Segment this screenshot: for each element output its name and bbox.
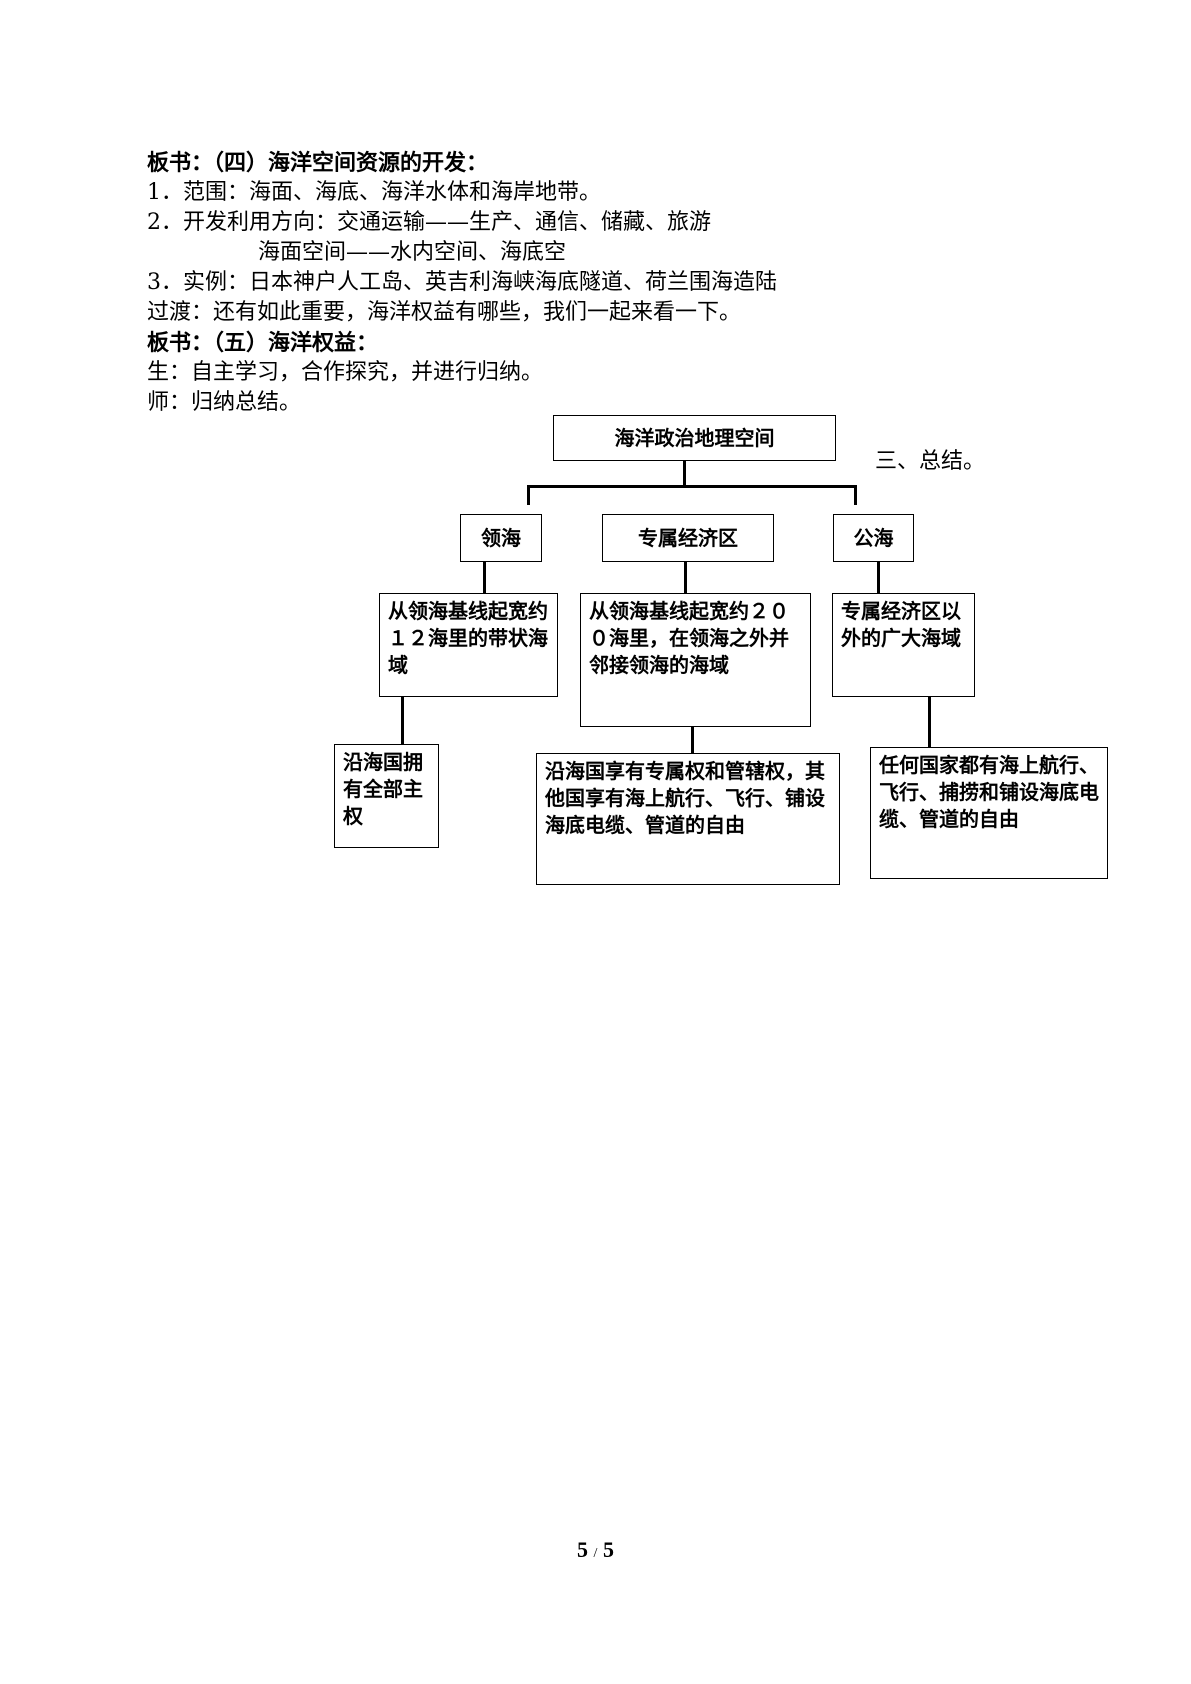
page-separator: / [593, 1546, 598, 1561]
summary-heading: 三、总结。 [875, 449, 986, 474]
connector-ts-def-to-rights [401, 696, 404, 744]
high-seas-title-box: 公海 [833, 514, 914, 562]
territorial-sea-title: 领海 [481, 525, 521, 550]
high-seas-rights-box: 任何国家都有海上航行、飞行、捕捞和铺设海底电缆、管道的自由 [870, 747, 1108, 879]
eez-rights-box: 沿海国享有专属权和管辖权，其他国享有海上航行、飞行、铺设海底电缆、管道的自由 [536, 753, 840, 885]
high-seas-definition-box: 专属经济区以外的广大海域 [832, 593, 975, 697]
eez-definition-box: 从领海基线起宽约２００海里，在领海之外并邻接领海的海域 [580, 593, 811, 727]
current-page: 5 [577, 1537, 589, 1562]
eez-title: 专属经济区 [638, 525, 738, 550]
connector-hs-title-to-def [877, 561, 880, 593]
high-seas-rights: 任何国家都有海上航行、飞行、捕捞和铺设海底电缆、管道的自由 [879, 753, 1099, 831]
connector-bar-left-end [527, 485, 530, 505]
root-label: 海洋政治地理空间 [614, 425, 775, 450]
connector-eez-def-to-rights [691, 726, 694, 753]
high-seas-title: 公海 [853, 525, 894, 550]
connector-bar-right-end [854, 485, 857, 505]
connector-horizontal-bar [527, 485, 857, 488]
eez-title-box: 专属经济区 [602, 514, 774, 562]
territorial-sea-rights: 沿海国拥有全部主权 [343, 750, 423, 828]
connector-root-down [683, 461, 686, 485]
item-2-directions: 2．开发利用方向：交通运输——生产、通信、储藏、旅游 [147, 210, 711, 235]
item-1-scope: 1．范围：海面、海底、海洋水体和海岸地带。 [147, 180, 601, 205]
page-number: 5 / 5 [0, 1537, 1191, 1563]
eez-rights: 沿海国享有专属权和管辖权，其他国享有海上航行、飞行、铺设海底电缆、管道的自由 [545, 759, 825, 837]
eez-definition: 从领海基线起宽约２００海里，在领海之外并邻接领海的海域 [589, 599, 789, 677]
connector-eez-title-to-def [684, 561, 687, 593]
territorial-sea-definition-box: 从领海基线起宽约１２海里的带状海域 [379, 593, 558, 697]
territorial-sea-title-box: 领海 [460, 514, 542, 562]
connector-ts-title-to-def [483, 561, 486, 593]
territorial-sea-definition: 从领海基线起宽约１２海里的带状海域 [388, 599, 548, 677]
high-seas-definition: 专属经济区以外的广大海域 [841, 599, 961, 650]
student-text: 生：自主学习，合作探究，并进行归纳。 [147, 360, 544, 385]
total-pages: 5 [602, 1537, 614, 1562]
teacher-text: 师：归纳总结。 [147, 390, 302, 415]
item-2-continuation: 海面空间——水内空间、海底空 [258, 240, 567, 265]
item-3-examples: 3．实例：日本神户人工岛、英吉利海峡海底隧道、荷兰围海造陆 [147, 270, 777, 295]
heading-section-4: 板书：（四）海洋空间资源的开发： [147, 150, 489, 176]
root-box: 海洋政治地理空间 [553, 415, 836, 461]
connector-hs-def-to-rights [928, 696, 931, 747]
heading-section-5: 板书：（五）海洋权益： [147, 330, 379, 356]
transition-text: 过渡：还有如此重要，海洋权益有哪些，我们一起来看一下。 [147, 300, 742, 325]
territorial-sea-rights-box: 沿海国拥有全部主权 [334, 744, 439, 848]
